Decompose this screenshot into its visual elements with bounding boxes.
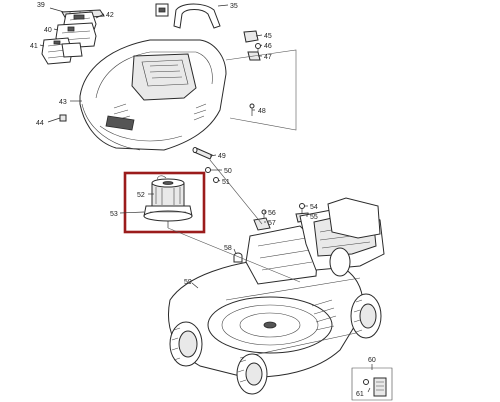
label-60: 60 (368, 357, 376, 364)
part-44-bolt (47, 114, 67, 123)
part-50-screw (205, 167, 220, 173)
label-41: 41 (30, 43, 38, 50)
part-41-connector (41, 37, 83, 65)
label-43: 43 (59, 99, 67, 106)
leader-lines (39, 4, 373, 393)
part-48-pin (249, 103, 255, 116)
label-57: 57 (268, 220, 276, 227)
label-54: 54 (310, 204, 318, 211)
part-51-screw (213, 177, 219, 183)
part-49-rod (192, 147, 213, 160)
part-60-frame (351, 367, 393, 401)
label-53: 53 (110, 211, 118, 218)
part-labels: 39 35 42 40 41 45 46 47 43 44 48 49 50 5… (30, 2, 376, 398)
label-55: 55 (310, 214, 318, 221)
part-46-screw (255, 43, 261, 52)
label-35: 35 (230, 3, 238, 10)
label-42: 42 (106, 12, 114, 19)
label-56: 56 (268, 210, 276, 217)
label-47: 47 (264, 54, 272, 61)
label-52: 52 (137, 192, 145, 199)
label-49: 49 (218, 153, 226, 160)
part-61-filter (363, 377, 387, 397)
label-58: 58 (224, 245, 232, 252)
part-43-top-cover (79, 39, 227, 151)
part-53-motor-base (143, 205, 193, 228)
label-59: 59 (184, 279, 192, 286)
label-39: 39 (37, 2, 45, 9)
part-45-clip (243, 30, 259, 43)
label-40: 40 (44, 27, 52, 34)
mower-assembly (168, 197, 385, 395)
part-button (155, 3, 169, 17)
label-50: 50 (224, 168, 232, 175)
label-51: 51 (222, 179, 230, 186)
label-45: 45 (264, 33, 272, 40)
part-35-handle (173, 3, 221, 29)
label-46: 46 (264, 43, 272, 50)
label-48: 48 (258, 108, 266, 115)
part-52-motor (151, 175, 185, 207)
label-61: 61 (356, 391, 364, 398)
label-44: 44 (36, 120, 44, 127)
part-54-screw (299, 203, 305, 214)
motor-highlight-box (123, 171, 206, 234)
